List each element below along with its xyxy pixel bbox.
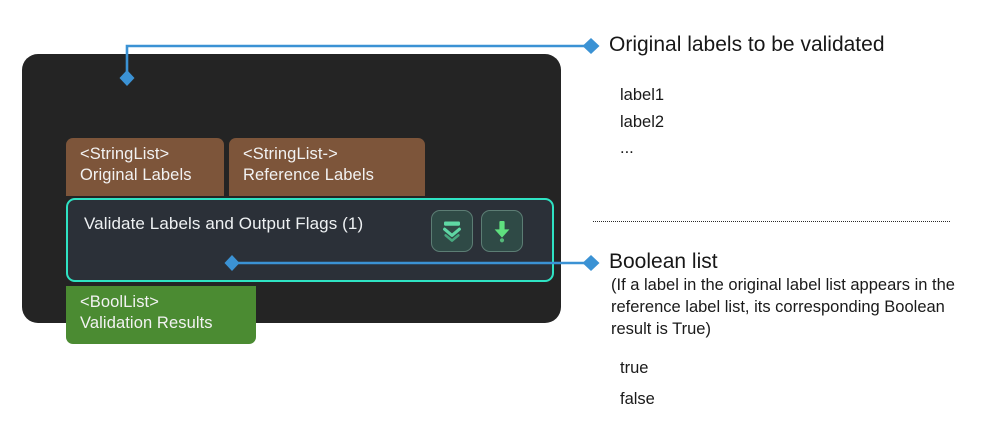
input-value-item: label1 bbox=[620, 86, 665, 104]
connector-diamond-text-side bbox=[582, 38, 600, 54]
node-body-selected[interactable]: Validate Labels and Output Flags (1) bbox=[66, 198, 554, 282]
input-port-name: Original Labels bbox=[80, 166, 192, 185]
input-value-ellipsis: ... bbox=[620, 139, 634, 158]
annotation-input-values: label1 label2 ... bbox=[620, 82, 664, 162]
node-panel[interactable]: <StringList> Original Labels <StringList… bbox=[22, 54, 561, 344]
output-port-type: <BoolList> bbox=[80, 293, 159, 311]
download-button[interactable] bbox=[481, 210, 523, 252]
annotation-output-values: true false bbox=[620, 353, 655, 414]
annotation-output-title: Boolean list bbox=[609, 250, 718, 273]
collapse-button[interactable] bbox=[431, 210, 473, 252]
annotation-input-title: Original labels to be validated bbox=[609, 33, 885, 56]
output-value-item: false bbox=[620, 389, 655, 408]
input-port-original-labels[interactable]: <StringList> Original Labels bbox=[66, 138, 224, 196]
output-port-name: Validation Results bbox=[80, 314, 213, 333]
input-port-type: <StringList-> bbox=[243, 145, 338, 163]
section-divider bbox=[593, 221, 950, 222]
output-port-validation-results[interactable]: <BoolList> Validation Results bbox=[66, 286, 256, 344]
input-port-type: <StringList> bbox=[80, 145, 170, 163]
node-title: Validate Labels and Output Flags (1) bbox=[84, 214, 364, 233]
output-value-item: true bbox=[620, 359, 649, 377]
download-arrow-down-icon bbox=[494, 221, 510, 243]
collapse-chevrons-down-icon bbox=[443, 221, 461, 242]
input-port-name: Reference Labels bbox=[243, 166, 374, 185]
input-value-item: label2 bbox=[620, 112, 665, 131]
annotation-output-note: (If a label in the original label list a… bbox=[611, 276, 955, 338]
connector-diamond-text-side bbox=[582, 255, 600, 271]
input-port-reference-labels[interactable]: <StringList-> Reference Labels bbox=[229, 138, 425, 196]
